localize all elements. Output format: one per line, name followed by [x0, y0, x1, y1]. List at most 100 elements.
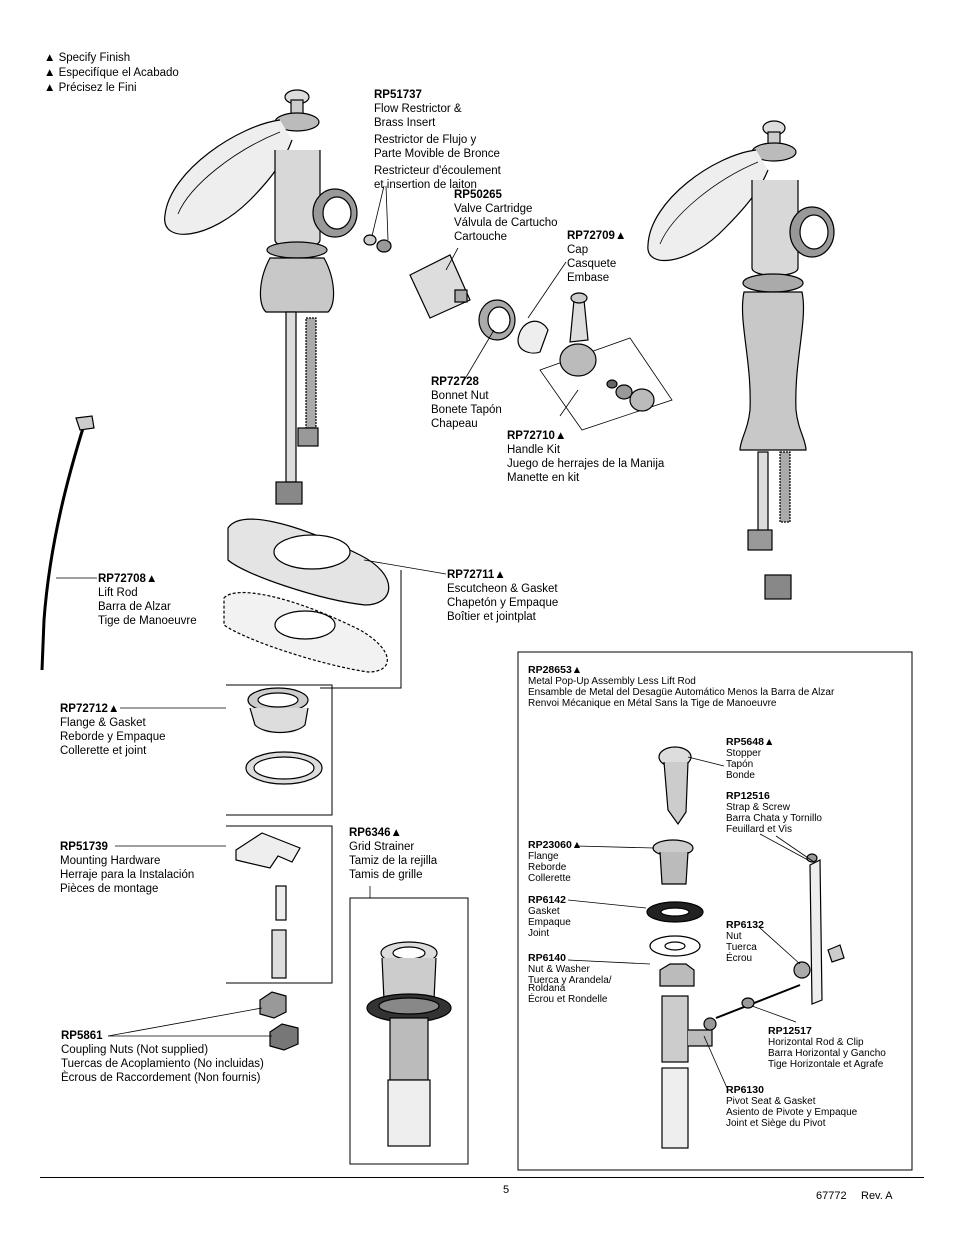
coupling-nuts-drawing — [259, 991, 299, 1051]
part-number: RP72712▲ — [60, 703, 120, 715]
part-desc: Juego de herrajes de la Manija — [507, 458, 665, 470]
legend-line-es: ▲ Especifíque el Acabado — [44, 67, 179, 79]
part-desc: Grid Strainer — [349, 841, 415, 853]
part-label-rp51739: RP51739 Mounting Hardware Herraje para l… — [60, 840, 194, 896]
part-desc: Tige Horizontale et Agrafe — [768, 1059, 884, 1070]
part-desc: Barra Chata y Tornillo — [726, 813, 822, 824]
part-label-rp6142: RP6142 Gasket Empaque Joint — [528, 894, 571, 940]
part-desc: Manette en kit — [507, 472, 580, 484]
popup-assembly-drawing — [517, 651, 913, 1171]
part-label-rp72709: RP72709▲ Cap Casquete Embase — [567, 229, 626, 285]
flange-gasket-drawing — [226, 684, 333, 816]
part-desc: Flow Restrictor & — [374, 103, 462, 115]
part-number: RP5648▲ — [726, 736, 775, 748]
part-label-rp12517: RP12517 Horizontal Rod & Clip Barra Hori… — [768, 1025, 886, 1071]
part-label-rp72710: RP72710▲ Handle Kit Juego de herrajes de… — [507, 429, 664, 485]
cartridge-drawing — [363, 234, 549, 354]
part-desc: Pièces de montage — [60, 883, 159, 895]
part-number: RP6130 — [726, 1084, 764, 1096]
part-desc: Ècrous de Raccordement (Non fournis) — [61, 1072, 261, 1084]
footer-divider — [40, 1177, 924, 1178]
part-desc: Tuercas de Acoplamiento (No incluidas) — [61, 1058, 264, 1070]
part-number: RP28653▲ — [528, 664, 583, 676]
part-desc: Mounting Hardware — [60, 855, 161, 867]
part-label-rp72728: RP72728 Bonnet Nut Bonete Tapón Chapeau — [431, 375, 502, 431]
part-desc: Gasket — [528, 906, 560, 917]
part-desc: Tige de Manoeuvre — [98, 615, 197, 627]
part-desc: Bonde — [726, 770, 755, 781]
part-number: RP51739 — [60, 841, 108, 853]
part-desc: Chapeau — [431, 418, 478, 430]
part-number: RP72708▲ — [98, 573, 158, 585]
part-desc: Reborde — [528, 862, 567, 873]
part-desc: Strap & Screw — [726, 802, 790, 813]
part-desc: Chapetón y Empaque — [447, 597, 559, 609]
part-desc-fr: et insertion de laiton — [374, 179, 477, 191]
part-number: RP6142 — [528, 894, 566, 906]
part-desc: Pivot Seat & Gasket — [726, 1096, 816, 1107]
part-number: RP23060▲ — [528, 839, 583, 851]
part-desc: Écrou — [726, 953, 753, 964]
part-number: RP72711▲ — [447, 569, 506, 581]
part-number: RP5861 — [61, 1030, 103, 1042]
part-desc: Asiento de Pivote y Empaque — [726, 1107, 858, 1118]
part-desc-es: Parte Movible de Bronce — [374, 148, 500, 160]
part-desc: Horizontal Rod & Clip — [768, 1037, 864, 1048]
part-desc: Lift Rod — [98, 587, 138, 599]
part-number: RP6132 — [726, 919, 764, 931]
part-desc: Flange & Gasket — [60, 717, 146, 729]
part-label-rp12516: RP12516 Strap & Screw Barra Chata y Torn… — [726, 790, 822, 836]
part-number: RP72728 — [431, 376, 479, 388]
part-desc: Valve Cartridge — [454, 203, 533, 215]
part-desc: Cartouche — [454, 231, 508, 243]
part-desc: Stopper — [726, 748, 762, 759]
lift-rod-drawing — [40, 415, 95, 671]
part-label-rp6346: RP6346▲ Grid Strainer Tamiz de la rejill… — [349, 826, 437, 882]
part-desc: Reborde y Empaque — [60, 731, 166, 743]
part-label-rp72712: RP72712▲ Flange & Gasket Reborde y Empaq… — [60, 702, 165, 758]
part-desc: Casquete — [567, 258, 617, 270]
faucet-right-drawing — [647, 120, 835, 600]
part-desc: Flange — [528, 851, 559, 862]
part-desc: Barra Horizontal y Gancho — [768, 1048, 886, 1059]
handle-kit-drawing — [539, 292, 673, 431]
part-desc: Tamis de grille — [349, 869, 423, 881]
part-number: RP12516 — [726, 790, 770, 802]
faucet-left-drawing — [164, 89, 358, 505]
part-label-rp51737: RP51737 Flow Restrictor & Brass Insert R… — [374, 88, 501, 192]
part-desc: Empaque — [528, 917, 571, 928]
part-desc: Écrou et Rondelle — [528, 994, 608, 1005]
part-desc: Boîtier et jointplat — [447, 611, 536, 623]
page-number: 5 — [503, 1184, 510, 1196]
document-number: 67772 — [816, 1190, 847, 1202]
part-desc: Collerette — [528, 873, 571, 884]
part-desc: Joint et Siège du Pivot — [726, 1118, 826, 1129]
part-desc: Feuillard et Vis — [726, 824, 792, 835]
part-desc: Válvula de Cartucho — [454, 217, 558, 229]
part-label-rp50265: RP50265 Valve Cartridge Válvula de Cartu… — [454, 188, 558, 244]
mounting-hardware-drawing — [226, 825, 333, 984]
part-desc: Bonete Tapón — [431, 404, 502, 416]
part-label-rp28653: RP28653▲ Metal Pop-Up Assembly Less Lift… — [528, 664, 835, 710]
part-desc: Escutcheon & Gasket — [447, 583, 558, 595]
part-number: RP72710▲ — [507, 430, 567, 442]
part-label-rp5648: RP5648▲ Stopper Tapón Bonde — [726, 736, 775, 782]
part-desc-fr: Restricteur d'écoulement — [374, 165, 501, 177]
part-label-rp72711: RP72711▲ Escutcheon & Gasket Chapetón y … — [447, 568, 558, 624]
part-label-rp23060: RP23060▲ Flange Reborde Collerette — [528, 839, 583, 885]
part-desc: Nut — [726, 931, 742, 942]
part-number: RP12517 — [768, 1025, 812, 1037]
leader-lines — [56, 185, 815, 1089]
part-label-rp5861: RP5861 Coupling Nuts (Not supplied) Tuer… — [61, 1029, 264, 1085]
part-number: RP6140 — [528, 952, 566, 964]
part-desc: Tuerca y Arandela/ — [528, 975, 612, 986]
part-desc: Ensamble de Metal del Desagüe Automático… — [528, 687, 835, 698]
part-number: RP72709▲ — [567, 230, 627, 242]
part-desc: Brass Insert — [374, 117, 436, 129]
grid-strainer-drawing — [349, 897, 469, 1165]
part-desc: Joint — [528, 928, 550, 939]
part-desc: Coupling Nuts (Not supplied) — [61, 1044, 209, 1056]
part-desc: Collerette et joint — [60, 745, 147, 757]
part-desc: Bonnet Nut — [431, 390, 489, 402]
